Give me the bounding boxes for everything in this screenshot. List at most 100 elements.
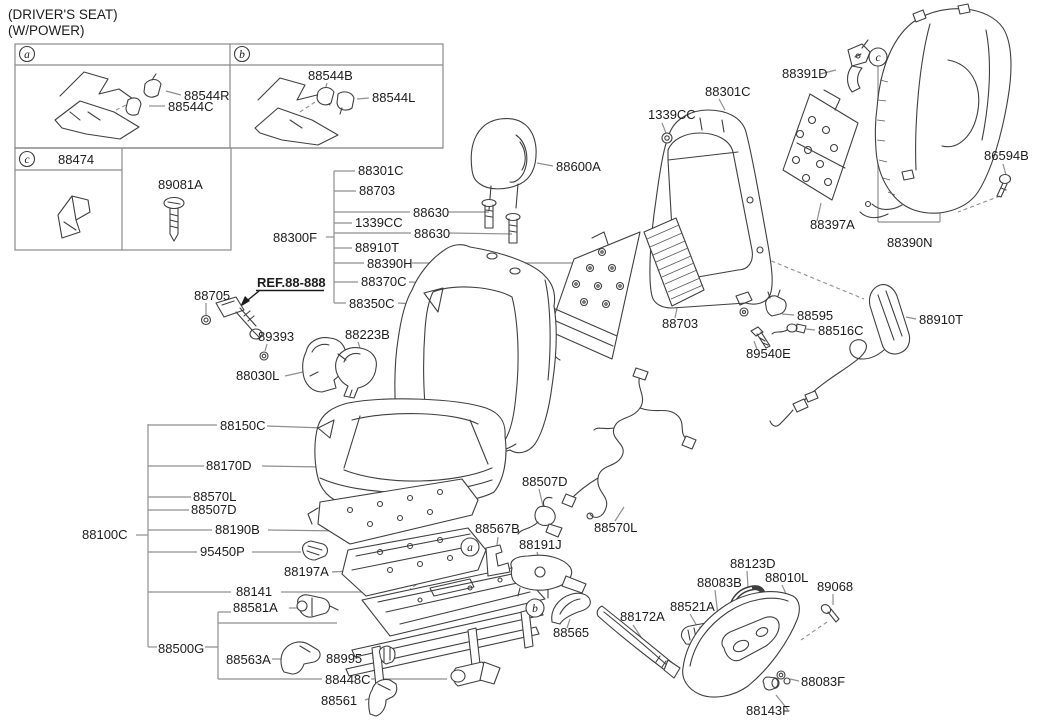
page-title-line2: (W/POWER) — [8, 23, 85, 38]
callout-leg-cover-rear: 88561 — [321, 693, 357, 708]
callout-shield-nut: 88083F — [801, 674, 845, 689]
callout-cushion-assembly: 88100C — [82, 527, 128, 542]
leg-cover-rear-drawing — [368, 678, 398, 717]
table-marker-b: b — [239, 49, 245, 61]
table-part-88544L: 88544L — [372, 90, 415, 105]
detail-a-sketch — [54, 71, 162, 140]
recliner-lever-drawing — [551, 592, 591, 625]
callout-suspension-pan: 88141 — [236, 584, 272, 599]
callout-cushion-foam: 88170D — [206, 458, 252, 473]
leg-cover-front-drawing — [280, 641, 321, 675]
callout-recliner-lever: 88565 — [553, 625, 589, 640]
clip-88544R-drawing — [143, 78, 162, 98]
bracket-567-drawing — [485, 544, 511, 577]
callout-cushion-cover: 88150C — [220, 418, 266, 433]
callout-back-pad: 88370C — [361, 274, 407, 289]
marker-b: b — [532, 603, 538, 615]
side-garnish-drawing — [596, 605, 681, 679]
callout-back-cover: 88390N — [887, 235, 933, 250]
shield-screw-drawing — [820, 604, 840, 623]
latch-drawing — [846, 39, 871, 93]
callout-buckle: 88705 — [194, 288, 230, 303]
callout-cushion-sensor: 88507D — [191, 502, 237, 517]
shield-nut-drawing — [776, 670, 791, 685]
callout-latch: 88391D — [782, 66, 828, 81]
slide-motor-drawing — [296, 594, 339, 618]
callout-back-assembly: 88300F — [273, 230, 317, 245]
marker-c: c — [875, 52, 880, 64]
callout-switch-knob: 88083B — [697, 575, 742, 590]
table-marker-a-circle — [18, 45, 36, 63]
marker-a-circle — [460, 537, 480, 557]
callout-frame-mesh: 88703 — [662, 316, 698, 331]
table-marker-c: c — [24, 154, 29, 166]
webbing-guide-drawing — [335, 347, 377, 399]
main-harness-drawing — [561, 367, 697, 520]
marker-a: a — [467, 542, 473, 554]
buckle-drawing — [215, 296, 263, 340]
drawings — [200, 3, 1012, 717]
callout-shield-screw: 89068 — [817, 579, 853, 594]
diagram-markers: a b c a b c — [24, 47, 888, 618]
callout-cover-screw: 86594B — [984, 148, 1029, 163]
callout-shield-bolt: 88143F — [746, 703, 790, 718]
callout-slide-switch: 88521A — [670, 599, 715, 614]
callout-track-cap: 88995 — [326, 651, 362, 666]
buckle-nut-drawing — [200, 314, 212, 326]
clip-595-drawing — [735, 289, 787, 317]
callout-guide-lower: 88630 — [414, 226, 450, 241]
callout-cushion-harness: 88570L — [193, 489, 236, 504]
callout-frame-nut: 1339CC — [648, 107, 696, 122]
callout-seat-sensor: 88507D — [522, 474, 568, 489]
cover-screw-drawing — [996, 173, 1012, 198]
callout-back-group-airbag: 88910T — [355, 240, 399, 255]
callout-bracket-567: 88567B — [475, 521, 520, 536]
detail-c-clip-drawing — [57, 195, 91, 239]
heater-mat-drawing — [548, 231, 641, 361]
callout-back-frame: 88301C — [705, 84, 751, 99]
page-title-line1: (DRIVER'S SEAT) — [8, 7, 118, 22]
callout-back-group-frame: 88301C — [358, 163, 404, 178]
callout-back-group-nut: 1339CC — [355, 215, 403, 230]
ref-callout: REF.88-888 — [257, 275, 326, 290]
side-shield-drawing — [682, 591, 800, 698]
headrest-drawing — [470, 118, 537, 211]
callout-track-motor: 88448C — [325, 672, 371, 687]
callout-inner-cover: 88030L — [236, 368, 279, 383]
track-assembly-drawing — [345, 566, 546, 687]
callout-harness-clamp: 88123D — [730, 556, 776, 571]
detail-table — [14, 43, 444, 251]
recliner-drawing — [510, 554, 587, 599]
callout-buckle-nut: 89393 — [258, 329, 294, 344]
clip-88544L-drawing — [336, 91, 355, 111]
track-cap-drawing — [378, 645, 396, 665]
marker-b-circle — [525, 598, 545, 618]
side-airbag-drawing — [769, 284, 911, 427]
callout-back-group-mesh: 88703 — [359, 183, 395, 198]
table-part-88544B: 88544B — [308, 68, 353, 83]
frame-mesh-drawing — [643, 217, 705, 307]
track-motor-drawing — [450, 661, 501, 687]
callout-main-harness: 88570L — [594, 520, 637, 535]
table-part-89081A: 89081A — [158, 177, 203, 192]
callout-control-module: 95450P — [200, 544, 245, 559]
bolt-540-drawing — [750, 326, 771, 349]
clip-88544C-drawing — [125, 97, 142, 116]
callout-clip-595: 88595 — [797, 308, 833, 323]
table-part-88544C: 88544C — [168, 99, 214, 114]
table-part-88544R: 88544R — [184, 88, 230, 103]
nut-89393-drawing — [259, 351, 269, 361]
marker-c-circle — [868, 47, 888, 67]
callout-slide-motor: 88581A — [233, 600, 278, 615]
shield-bolt-drawing — [762, 676, 780, 691]
cushion-pad-drawing — [307, 478, 479, 545]
callout-side-foam: 88197A — [284, 564, 329, 579]
seatback-cover-drawing — [859, 3, 1012, 219]
sensor-516-drawing — [771, 323, 807, 335]
seat-sensor-drawing — [517, 496, 563, 538]
callout-side-airbag: 88910T — [919, 312, 963, 327]
callout-back-cover-sub: 88350C — [349, 296, 395, 311]
suspension-pan-drawing — [341, 527, 487, 597]
callout-guide-upper: 88630 — [413, 205, 449, 220]
